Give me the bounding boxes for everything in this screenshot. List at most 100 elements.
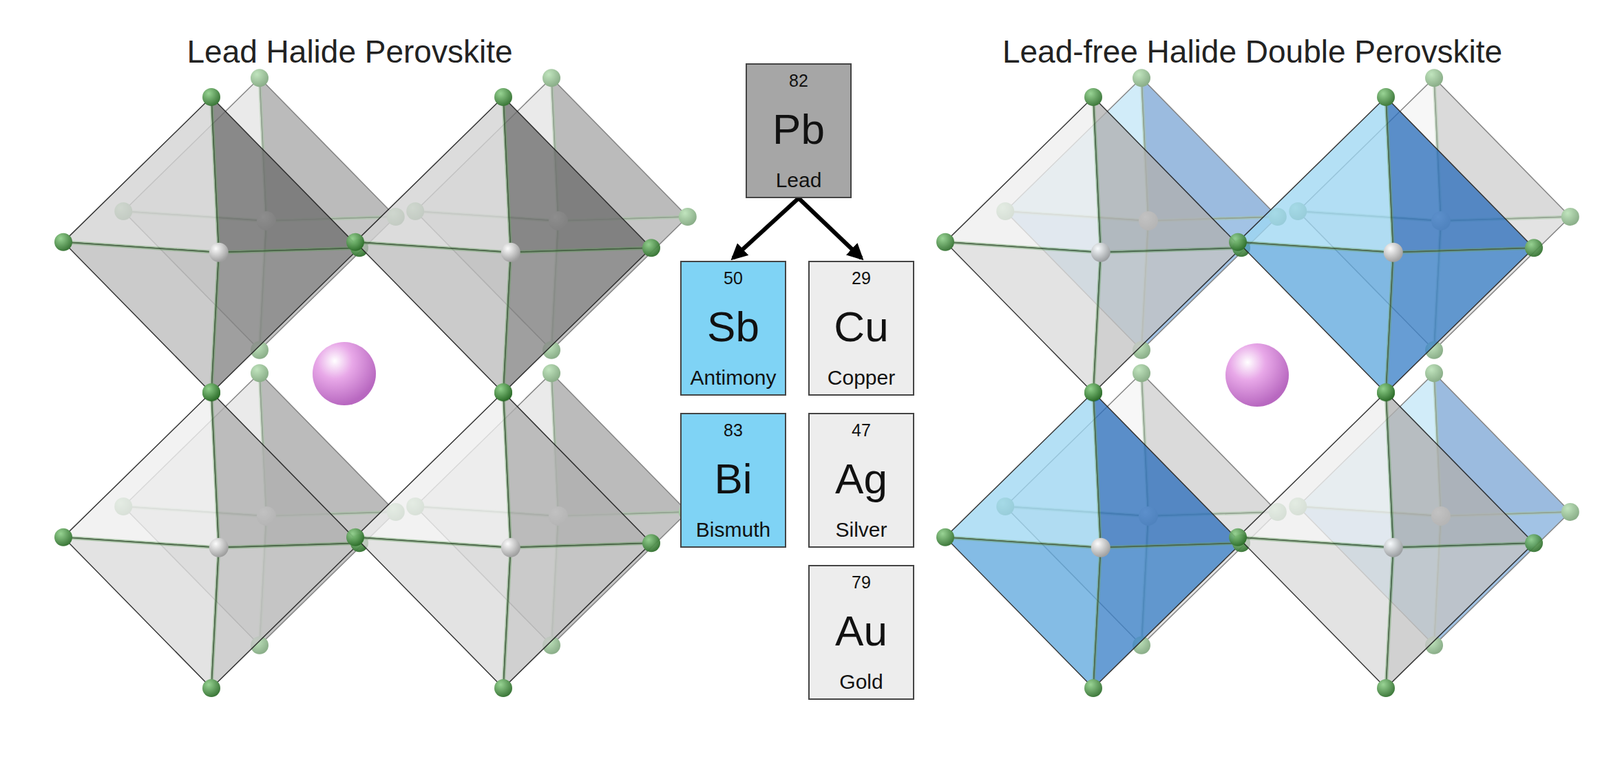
halide-atom (678, 207, 697, 226)
octahedron-face (211, 543, 360, 689)
bond (1393, 247, 1534, 252)
bond (1093, 97, 1101, 253)
element-symbol: Bi (713, 455, 752, 503)
element-name: Gold (839, 670, 883, 694)
halide-atom (346, 528, 365, 547)
bond (355, 537, 511, 549)
bond (1237, 242, 1394, 253)
element-name: Silver (835, 518, 887, 542)
halide-atom (1561, 503, 1580, 522)
octahedron-face (503, 247, 652, 394)
element-symbol: Pb (772, 106, 825, 153)
octahedron-face (63, 242, 219, 394)
bond (1385, 548, 1394, 689)
octahedron-face (211, 97, 360, 253)
octahedron-face (63, 537, 219, 689)
octahedron-face (1385, 247, 1534, 394)
halide-atom (1084, 88, 1103, 107)
element-tile: 83BiBismuth (680, 413, 787, 549)
halide-atom (1228, 528, 1247, 547)
octahedron-face (63, 392, 219, 549)
halide-atom (250, 68, 269, 87)
bond (945, 537, 1101, 549)
halide-atom (642, 534, 661, 553)
octahedron (1228, 88, 1543, 403)
octahedron-face (1237, 242, 1394, 394)
halide-atom (1425, 68, 1444, 87)
halide-atom (1228, 233, 1247, 252)
bond (1100, 247, 1242, 252)
octahedron-face (945, 537, 1101, 689)
b-site-atom (1383, 243, 1404, 263)
halide-atom (346, 233, 365, 252)
a-site-cation (312, 342, 376, 406)
halide-atom (494, 383, 513, 402)
atomic-number: 50 (723, 269, 743, 289)
bond (1093, 392, 1101, 549)
octahedron-face (355, 97, 511, 253)
halide-atom (54, 233, 73, 252)
bond (218, 247, 360, 252)
octahedron-face (1385, 392, 1534, 549)
halide-atom (494, 88, 513, 107)
octahedron-face (1093, 392, 1242, 549)
octahedron-face (945, 242, 1101, 394)
element-tile: 79AuGold (808, 565, 915, 701)
element-tile: 50SbAntimony (680, 260, 787, 396)
bond (211, 548, 219, 689)
atomic-number: 79 (851, 573, 871, 593)
octahedron-face (1093, 247, 1242, 394)
bond (503, 97, 511, 253)
octahedron-face (1093, 543, 1242, 689)
octahedron (54, 383, 369, 698)
atomic-number: 82 (788, 71, 809, 91)
octahedron (1228, 383, 1543, 698)
element-name: Copper (827, 366, 896, 389)
halide-atom (542, 364, 561, 383)
bond (1385, 252, 1394, 394)
bond (1385, 97, 1394, 253)
bond (218, 543, 360, 548)
octahedron-face (355, 392, 511, 549)
bond (510, 247, 652, 252)
bond (63, 537, 219, 549)
element-symbol: Ag (835, 455, 888, 503)
octahedron-face (355, 537, 511, 689)
octahedron (346, 383, 661, 698)
b-site-atom (501, 538, 521, 558)
bond (1093, 252, 1101, 394)
atomic-number: 29 (851, 269, 871, 289)
halide-atom (936, 528, 955, 547)
bond (1393, 543, 1534, 548)
octahedron-face (63, 97, 219, 253)
element-tile: 47AgSilver (808, 413, 915, 549)
halide-atom (250, 364, 269, 383)
octahedron-face (503, 543, 652, 689)
halide-atom (202, 679, 221, 698)
octahedron-face (503, 97, 652, 253)
bond (1100, 543, 1242, 548)
element-symbol: Cu (833, 303, 889, 351)
element-name: Lead (775, 168, 823, 192)
halide-atom (936, 233, 955, 252)
bond (63, 242, 219, 253)
element-name: Antimony (689, 366, 776, 389)
structure-heading: Lead Halide Perovskite (186, 33, 513, 71)
octahedron-face (945, 97, 1101, 253)
halide-atom (1132, 68, 1151, 87)
halide-atom (1524, 238, 1543, 257)
b-site-atom (1091, 243, 1111, 263)
bond (503, 548, 511, 689)
octahedron-face (211, 392, 360, 549)
halide-atom (54, 528, 73, 547)
bond (945, 242, 1101, 253)
arrow-connector (798, 198, 862, 259)
arrow-connector (733, 198, 799, 259)
halide-atom (1132, 364, 1151, 383)
octahedron-face (1385, 543, 1534, 689)
halide-atom (1524, 534, 1543, 553)
octahedron-face (1237, 537, 1394, 689)
halide-atom (1425, 364, 1444, 383)
b-site-atom (209, 243, 229, 263)
octahedron-face (355, 242, 511, 394)
